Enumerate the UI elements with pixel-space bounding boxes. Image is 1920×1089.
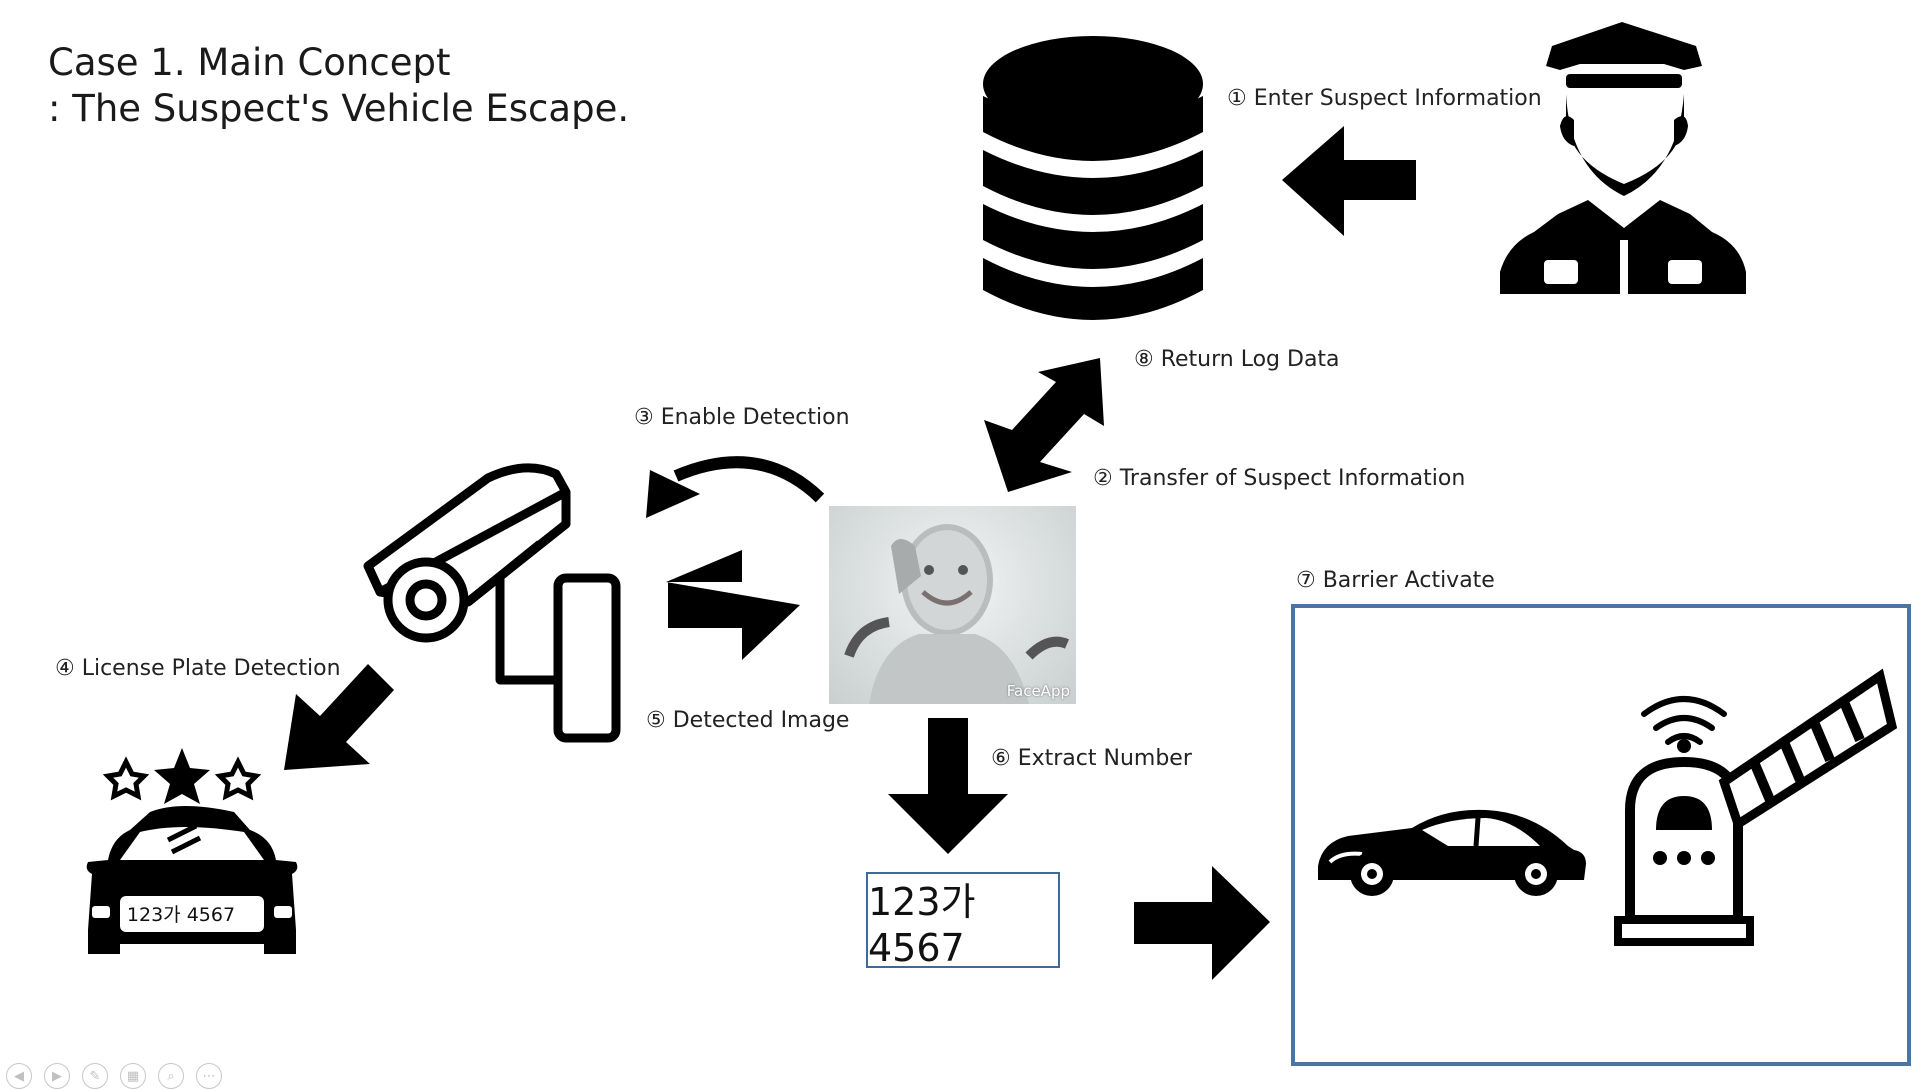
robot-ai-image: FaceApp (829, 506, 1076, 704)
sports-car-icon (1318, 809, 1586, 896)
previous-slide-icon[interactable]: ◀ (6, 1063, 32, 1089)
slides-grid-icon[interactable]: ▦ (120, 1063, 146, 1089)
wifi-signal-icon (1641, 696, 1727, 745)
barrier-gate-icon (1614, 668, 1898, 946)
more-options-icon[interactable]: ⋯ (196, 1063, 222, 1089)
step-6-label: ⑥ Extract Number (991, 746, 1192, 771)
arrow-camera-to-taxi (284, 664, 394, 770)
slide-title: Case 1. Main Concept : The Suspect's Veh… (48, 40, 629, 132)
barrier-activation-box (1291, 604, 1911, 1066)
zoom-icon[interactable]: ⌕ (158, 1063, 184, 1089)
step-1-label: ① Enter Suspect Information (1227, 86, 1542, 111)
arrow-robot-to-plate (888, 718, 1008, 854)
step-4-label: ④ License Plate Detection (55, 656, 341, 681)
arrow-officer-to-db (1282, 126, 1416, 236)
title-line-2: : The Suspect's Vehicle Escape. (48, 87, 630, 130)
step-3-label: ③ Enable Detection (634, 405, 850, 430)
pen-icon[interactable]: ✎ (82, 1063, 108, 1089)
extracted-plate-box: 123가 4567 (866, 872, 1060, 970)
next-slide-icon[interactable]: ▶ (44, 1063, 70, 1089)
curved-arrow-enable-detection (646, 456, 825, 518)
step-2-label: ② Transfer of Suspect Information (1093, 466, 1466, 491)
taxi-license-plate: 123가 4567 (126, 903, 236, 926)
database-icon (983, 36, 1203, 320)
robot-image-credit: FaceApp (1006, 682, 1070, 700)
cctv-camera-icon (363, 463, 621, 743)
step-7-label: ⑦ Barrier Activate (1296, 568, 1495, 593)
title-line-1: Case 1. Main Concept (48, 41, 451, 84)
extracted-plate-number: 123가 4567 (868, 879, 976, 970)
arrow-camera-to-robot (666, 550, 800, 660)
police-officer-icon (1500, 22, 1746, 294)
taxi-car-icon (86, 748, 298, 954)
step-8-label: ⑧ Return Log Data (1134, 347, 1340, 372)
robot-illustration (844, 524, 1070, 704)
arrow-plate-to-barrier (1134, 866, 1270, 980)
step-5-label: ⑤ Detected Image (646, 708, 850, 733)
bidirectional-arrow-db-robot (984, 358, 1104, 492)
